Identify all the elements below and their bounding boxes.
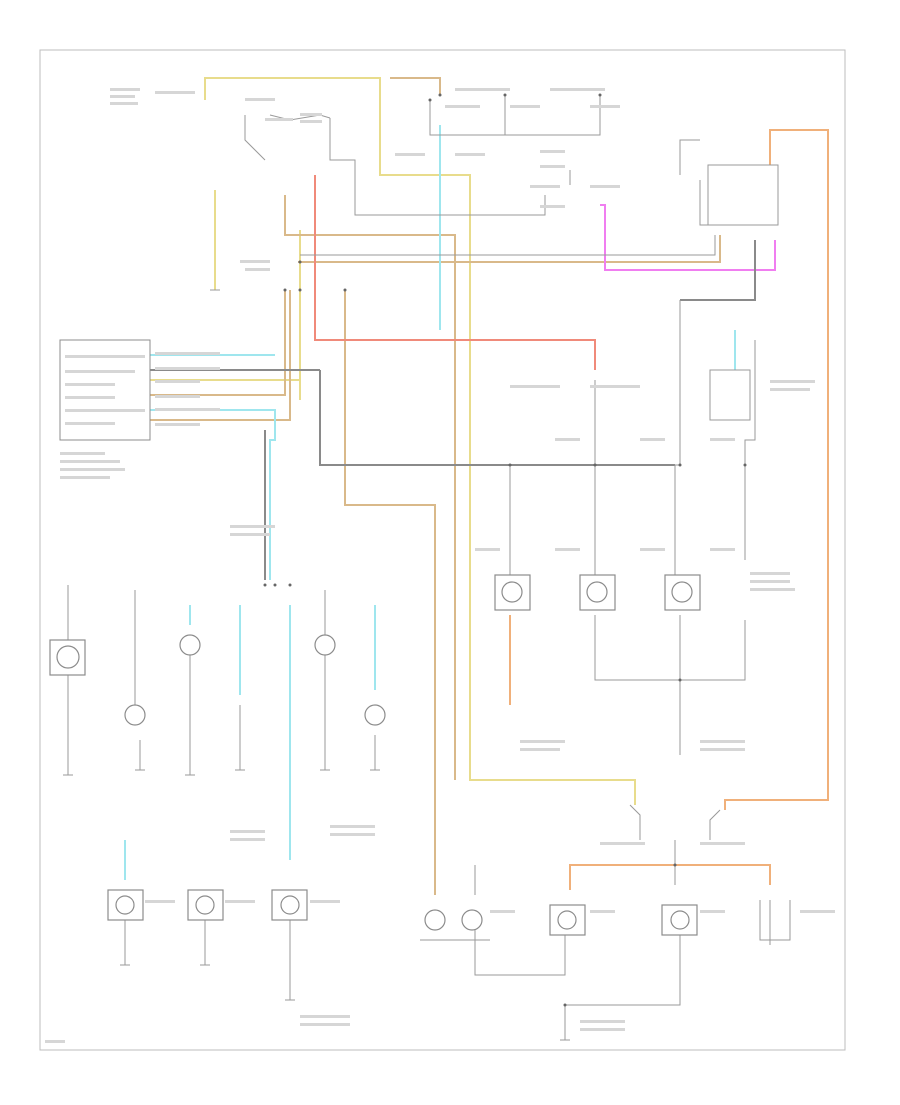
indicator-lamp-icon <box>115 895 135 915</box>
indicator-lamp-icon <box>314 634 336 656</box>
gauge-icon <box>56 645 80 669</box>
indicator-lamp-icon <box>461 909 483 931</box>
indicator-lamp-icon <box>424 909 446 931</box>
gauge-icon <box>671 581 693 603</box>
indicator-lamp-icon <box>670 910 690 930</box>
switch-module <box>709 369 751 421</box>
wire-group-red <box>314 175 596 370</box>
wire-group-orange <box>509 129 829 890</box>
indicator-lamp-icon <box>557 910 577 930</box>
wire-group-gray <box>67 95 771 1040</box>
junction-dots <box>263 93 747 1007</box>
wire-group-pink <box>600 204 776 271</box>
indicator-lamp-icon <box>280 895 300 915</box>
illegible-labels <box>45 88 835 1043</box>
gauge-icon <box>501 581 523 603</box>
indicator-lamp-icon <box>124 704 146 726</box>
diagram-border <box>39 49 846 1051</box>
wire-group-yellow <box>150 77 636 805</box>
ground-marks <box>63 289 570 1041</box>
indicator-lamp-icon <box>179 634 201 656</box>
relay-module <box>707 164 779 226</box>
sensor-symbol <box>759 900 791 941</box>
indicator-lamp-icon <box>364 704 386 726</box>
lamp-box-4 <box>549 904 586 936</box>
indicator-lamp-icon <box>195 895 215 915</box>
gauge-icon <box>586 581 608 603</box>
wire-group-tan <box>150 77 721 895</box>
wire-group-cyan <box>124 125 736 880</box>
